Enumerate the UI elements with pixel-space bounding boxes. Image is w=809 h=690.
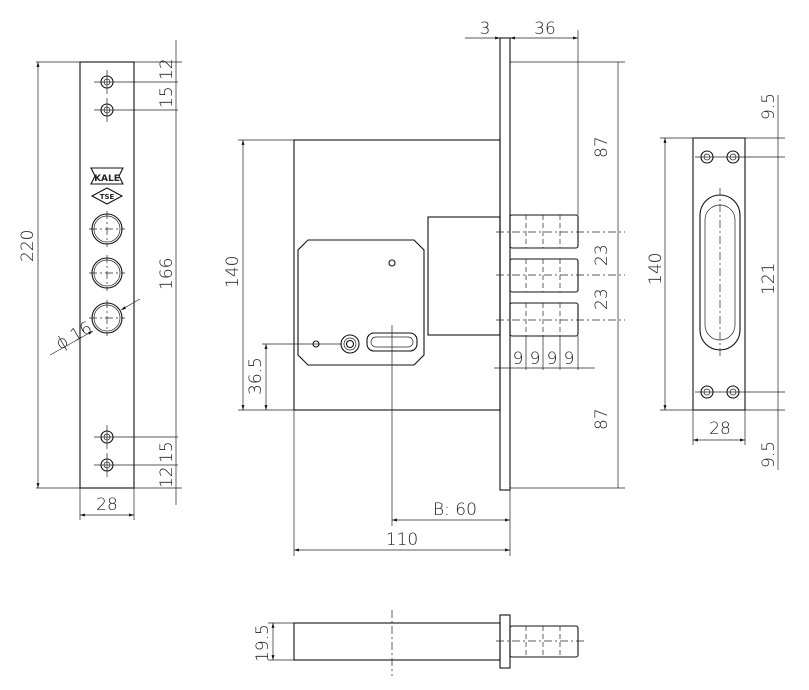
dim-140: 140 bbox=[223, 256, 243, 288]
strike-plate-outline bbox=[692, 137, 746, 411]
faceplate-top bbox=[499, 614, 511, 669]
dim-121: 121 bbox=[759, 263, 779, 295]
dim-166: 166 bbox=[157, 258, 177, 290]
faceplate bbox=[499, 37, 511, 491]
front-plate-view: KALE TSE ϕ 16 220 12 15 166 15 12 28 bbox=[18, 40, 182, 520]
dim-9-5-top: 9.5 bbox=[759, 93, 779, 120]
case-top bbox=[293, 622, 501, 661]
mechanism-plate bbox=[297, 239, 425, 366]
svg-text:TSE: TSE bbox=[100, 193, 115, 201]
front-plate-outline bbox=[79, 61, 135, 489]
dim-19-5: 19.5 bbox=[253, 624, 273, 662]
dim-23-b: 23 bbox=[592, 288, 612, 310]
dim-9-5-bottom: 9.5 bbox=[759, 441, 779, 468]
dim-87-top: 87 bbox=[592, 136, 612, 158]
dim-87-bottom: 87 bbox=[592, 408, 612, 430]
dim-110: 110 bbox=[386, 530, 418, 550]
bolt-carrier bbox=[427, 216, 501, 336]
lock-top-view: 19.5 bbox=[253, 610, 585, 676]
dim-9: 9 bbox=[513, 349, 524, 369]
strike-plate-view: 140 9.5 121 9.5 28 bbox=[646, 93, 785, 470]
bolts bbox=[496, 214, 625, 337]
dim-12-bottom: 12 bbox=[157, 466, 177, 488]
dim-220: 220 bbox=[18, 230, 38, 262]
dim-28-strike: 28 bbox=[709, 419, 731, 439]
dim-28: 28 bbox=[96, 495, 118, 515]
mount-hole bbox=[388, 259, 396, 267]
dim-36-5: 36.5 bbox=[246, 357, 266, 395]
dim-backset: B: 60 bbox=[433, 500, 477, 520]
dim-15-top: 15 bbox=[157, 86, 177, 108]
dim-140-strike: 140 bbox=[646, 253, 666, 285]
lock-case bbox=[293, 139, 501, 411]
screw-holes bbox=[94, 70, 178, 477]
svg-text:KALE: KALE bbox=[94, 174, 120, 184]
dim-3: 3 bbox=[480, 19, 491, 39]
dim-9: 9 bbox=[564, 349, 575, 369]
dim-9: 9 bbox=[547, 349, 558, 369]
cylinder-holes bbox=[89, 211, 125, 336]
dim-36: 36 bbox=[534, 19, 556, 39]
screw-holes bbox=[695, 150, 785, 399]
dim-23-a: 23 bbox=[592, 244, 612, 266]
diameter-label: ϕ 16 bbox=[53, 318, 96, 354]
dim-9: 9 bbox=[530, 349, 541, 369]
dim-12-top: 12 bbox=[157, 58, 177, 80]
kale-logo: KALE TSE bbox=[90, 167, 124, 205]
lock-side-view: 3 36 140 36.5 87 23 23 87 9 9 9 9 B: 60 … bbox=[223, 19, 625, 556]
bolt-top bbox=[509, 625, 579, 658]
dim-15-bottom: 15 bbox=[157, 441, 177, 463]
cylinder-spindle bbox=[340, 334, 360, 354]
